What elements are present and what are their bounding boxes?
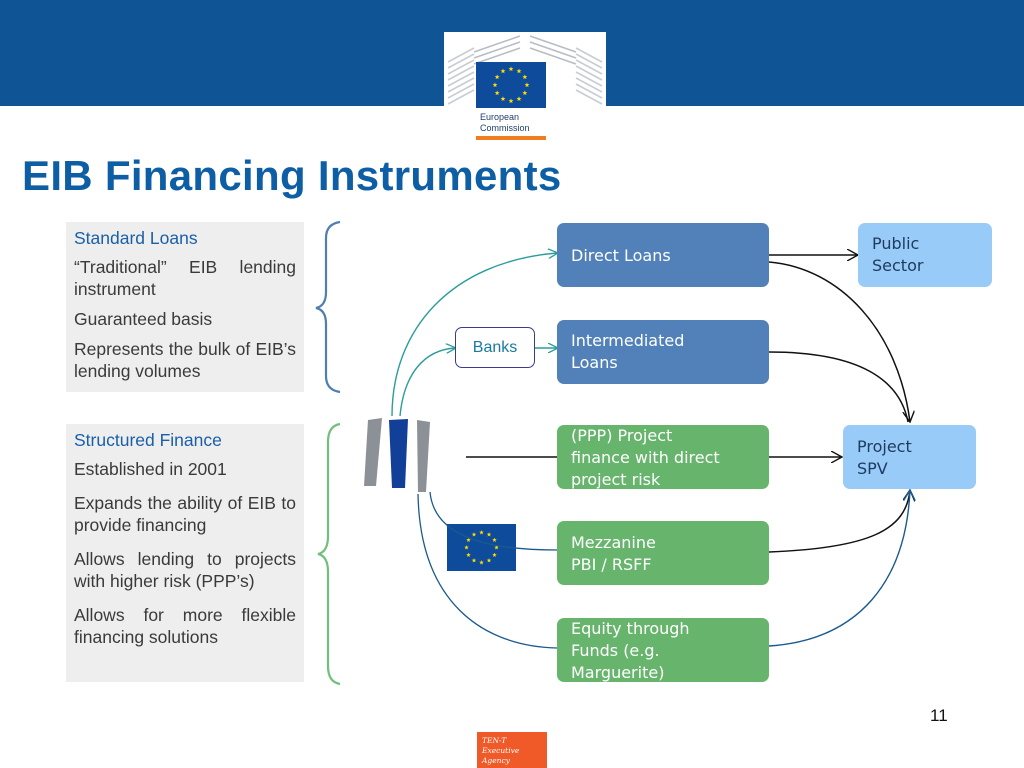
equity-funds-box: Equity through Funds (e.g. Marguerite)	[557, 618, 769, 682]
arrow-mezzanine-to-spv	[768, 490, 910, 553]
arrow-direct-to-spv	[768, 261, 910, 422]
star-icon	[466, 552, 471, 557]
star-icon	[486, 558, 492, 563]
star-icon	[471, 532, 477, 537]
logo-accent-bar	[476, 136, 546, 140]
star-icon	[494, 545, 499, 550]
arrow-to-direct-loans	[391, 253, 557, 417]
star-icon	[516, 68, 522, 74]
arrow-intermediated-to-spv	[768, 351, 909, 423]
arrow-to-banks	[399, 348, 455, 417]
star-icon	[492, 552, 497, 557]
arrow-equity-to-spv	[768, 490, 910, 647]
logo-label: European Commission	[480, 112, 530, 133]
standard-loans-brace	[315, 220, 341, 394]
eu-flag-icon	[447, 524, 516, 571]
mezzanine-box: Mezzanine PBI / RSFF	[557, 521, 769, 585]
star-icon	[464, 545, 469, 550]
star-icon	[479, 530, 484, 535]
project-spv-box: Project SPV	[843, 425, 976, 489]
standard-loans-point: “Traditional” EIB lending instrument	[74, 257, 296, 299]
star-icon	[524, 82, 530, 88]
structured-finance-point: Allows for more flexible financing solut…	[74, 605, 296, 647]
structured-finance-panel: Structured Finance Established in 2001 E…	[66, 424, 304, 682]
structured-finance-point: Expands the ability of EIB to provide fi…	[74, 493, 296, 535]
ppp-project-finance-box: (PPP) Project finance with direct projec…	[557, 425, 769, 489]
star-icon	[516, 96, 522, 101]
star-icon	[500, 68, 506, 74]
page-number: 11	[930, 706, 948, 725]
star-icon	[522, 74, 528, 80]
structured-finance-point: Established in 2001	[74, 459, 227, 479]
arrow-to-equity	[417, 493, 558, 649]
arrow-to-mezzanine	[429, 491, 558, 551]
star-icon	[508, 98, 514, 104]
standard-loans-point: Represents the bulk of EIB’s lending vol…	[74, 339, 296, 381]
star-icon	[492, 82, 498, 88]
standard-loans-panel: Standard Loans “Traditional” EIB lending…	[66, 222, 304, 392]
banks-box: Banks	[455, 327, 535, 368]
star-icon	[486, 532, 492, 537]
star-icon	[494, 90, 500, 96]
star-icon	[471, 558, 477, 563]
star-icon	[492, 537, 497, 542]
european-commission-logo	[444, 32, 606, 142]
direct-loans-box: Direct Loans	[557, 223, 769, 287]
ten-t-agency-logo: TEN-T Executive Agency	[477, 732, 547, 768]
star-icon	[466, 537, 471, 542]
intermediated-loans-box: Intermediated Loans	[557, 320, 769, 384]
star-icon	[508, 66, 514, 72]
public-sector-box: Public Sector	[858, 223, 992, 287]
star-icon	[500, 96, 506, 101]
star-icon	[479, 560, 484, 565]
star-icon	[494, 74, 500, 80]
structured-finance-heading: Structured Finance	[74, 430, 222, 450]
structured-finance-brace	[317, 422, 341, 686]
page-title: EIB Financing Instruments	[22, 152, 562, 199]
structured-finance-point: Allows lending to projects with higher r…	[74, 549, 296, 591]
eib-logo-icon	[364, 418, 430, 492]
standard-loans-point: Guaranteed basis	[74, 309, 213, 329]
standard-loans-heading: Standard Loans	[74, 228, 198, 248]
star-icon	[522, 90, 528, 96]
